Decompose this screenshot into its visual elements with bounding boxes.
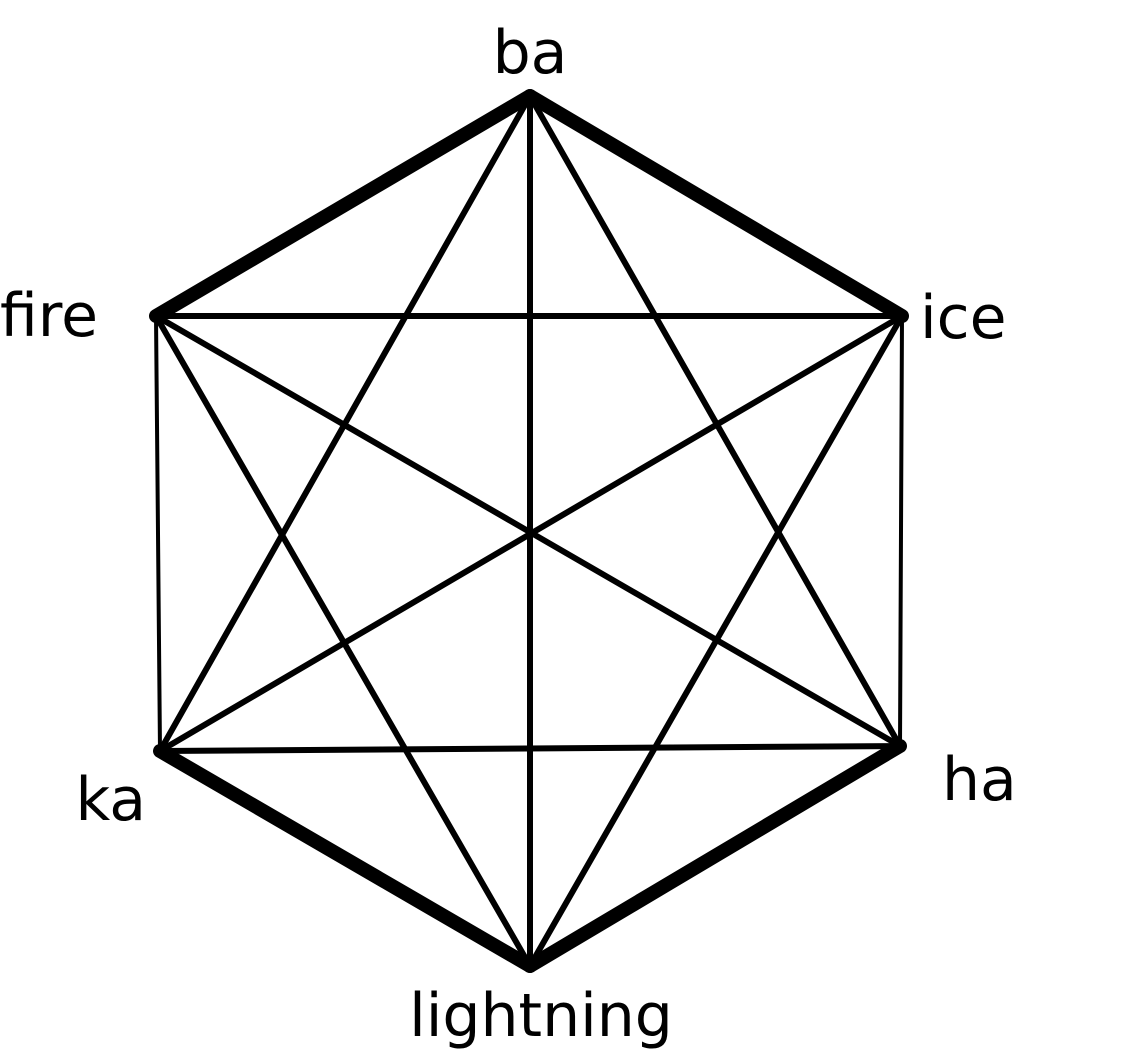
edge-ka-ha [157,743,903,754]
node-label-fire: fire [0,281,98,351]
edge-ice-ha [898,314,904,748]
node-label-ba: ba [493,18,568,88]
node-label-ha: ha [942,745,1017,815]
edge-ba-ha [527,93,903,749]
edge-fire-ha [153,313,903,749]
edge-ba-ice [523,89,909,323]
node-label-ice: ice [920,283,1007,353]
edge-lightning-ha [523,739,907,973]
edge-ka-lightning [153,744,537,973]
node-label-ka: ka [76,765,146,835]
edge-ice-ka [157,313,905,754]
edges-group [149,89,909,973]
labels-group: ba ice ha lightning ka fire [0,18,1017,1051]
node-label-lightning: lightning [409,981,673,1051]
edge-fire-ka [154,314,162,753]
edge-ice-lightning [527,313,905,969]
edge-fire-ba [149,89,537,323]
